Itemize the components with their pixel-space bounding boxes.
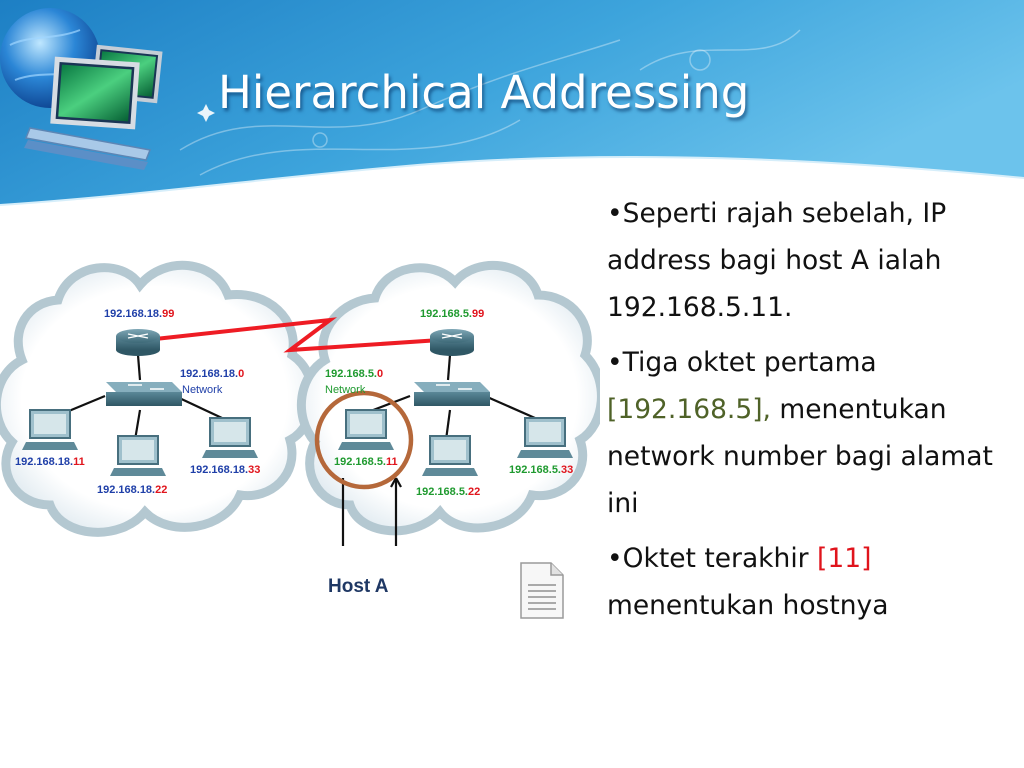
bullet-item: •Tiga oktet pertama [192.168.5], menentu… xyxy=(607,339,1019,527)
bullet-list: •Seperti rajah sebelah, IP address bagi … xyxy=(607,190,1019,637)
right-host-pc-icon xyxy=(422,435,478,476)
highlight-network-octets: [192.168.5], xyxy=(607,394,771,425)
bullet-text: Seperti rajah sebelah, IP address bagi h… xyxy=(607,198,947,323)
network-diagram: 192.168.18.99 192.168.18.0 Network 192.1… xyxy=(0,260,600,597)
host-a-label: Host A xyxy=(328,576,389,597)
host-a-highlight-circle xyxy=(314,390,414,490)
left-host-address: 192.168.18.33 xyxy=(190,464,260,476)
bullet-marker: • xyxy=(607,543,623,574)
bullet-text: Oktet terakhir xyxy=(622,543,818,574)
header-banner xyxy=(0,0,1024,206)
left-router-address: 192.168.18.99 xyxy=(104,308,174,320)
bullet-item: •Seperti rajah sebelah, IP address bagi … xyxy=(607,190,1019,331)
right-host-pc-icon xyxy=(517,417,573,458)
bullet-text: menentukan network number bagi alamat in… xyxy=(607,394,993,519)
right-host-address: 192.168.5.22 xyxy=(416,486,480,498)
globe-computer-logo-icon xyxy=(0,8,163,170)
left-switch-icon xyxy=(106,382,182,406)
left-router-icon xyxy=(116,329,160,356)
host-a-pc-icon xyxy=(338,409,394,450)
left-host-pc-icon xyxy=(110,435,166,476)
bullet-marker: • xyxy=(607,347,623,378)
highlight-host-octet: [11] xyxy=(817,543,872,574)
left-host-address: 192.168.18.22 xyxy=(97,484,167,496)
left-host-pc-icon xyxy=(202,417,258,458)
bullet-marker: • xyxy=(607,198,623,229)
bullet-text: Tiga oktet pertama xyxy=(622,347,877,378)
document-icon[interactable] xyxy=(515,560,567,622)
host-a-address: 192.168.5.11 xyxy=(334,456,398,468)
right-router-icon xyxy=(430,329,474,356)
right-network-label: Network xyxy=(325,384,366,396)
bullet-item: •Oktet terakhir [11] menentukan hostnya xyxy=(607,535,1019,629)
right-host-address: 192.168.5.33 xyxy=(509,464,573,476)
right-switch-icon xyxy=(414,382,490,406)
left-host-pc-icon xyxy=(22,409,78,450)
bullet-text: menentukan hostnya xyxy=(607,590,889,621)
left-host-address: 192.168.18.11 xyxy=(15,456,85,468)
slide-title: Hierarchical Addressing xyxy=(218,66,750,119)
right-router-address: 192.168.5.99 xyxy=(420,308,484,320)
right-network-address: 192.168.5.0 xyxy=(325,368,383,380)
left-network-label: Network xyxy=(182,384,223,396)
wan-link xyxy=(145,317,441,353)
left-network-address: 192.168.18.0 xyxy=(180,368,244,380)
